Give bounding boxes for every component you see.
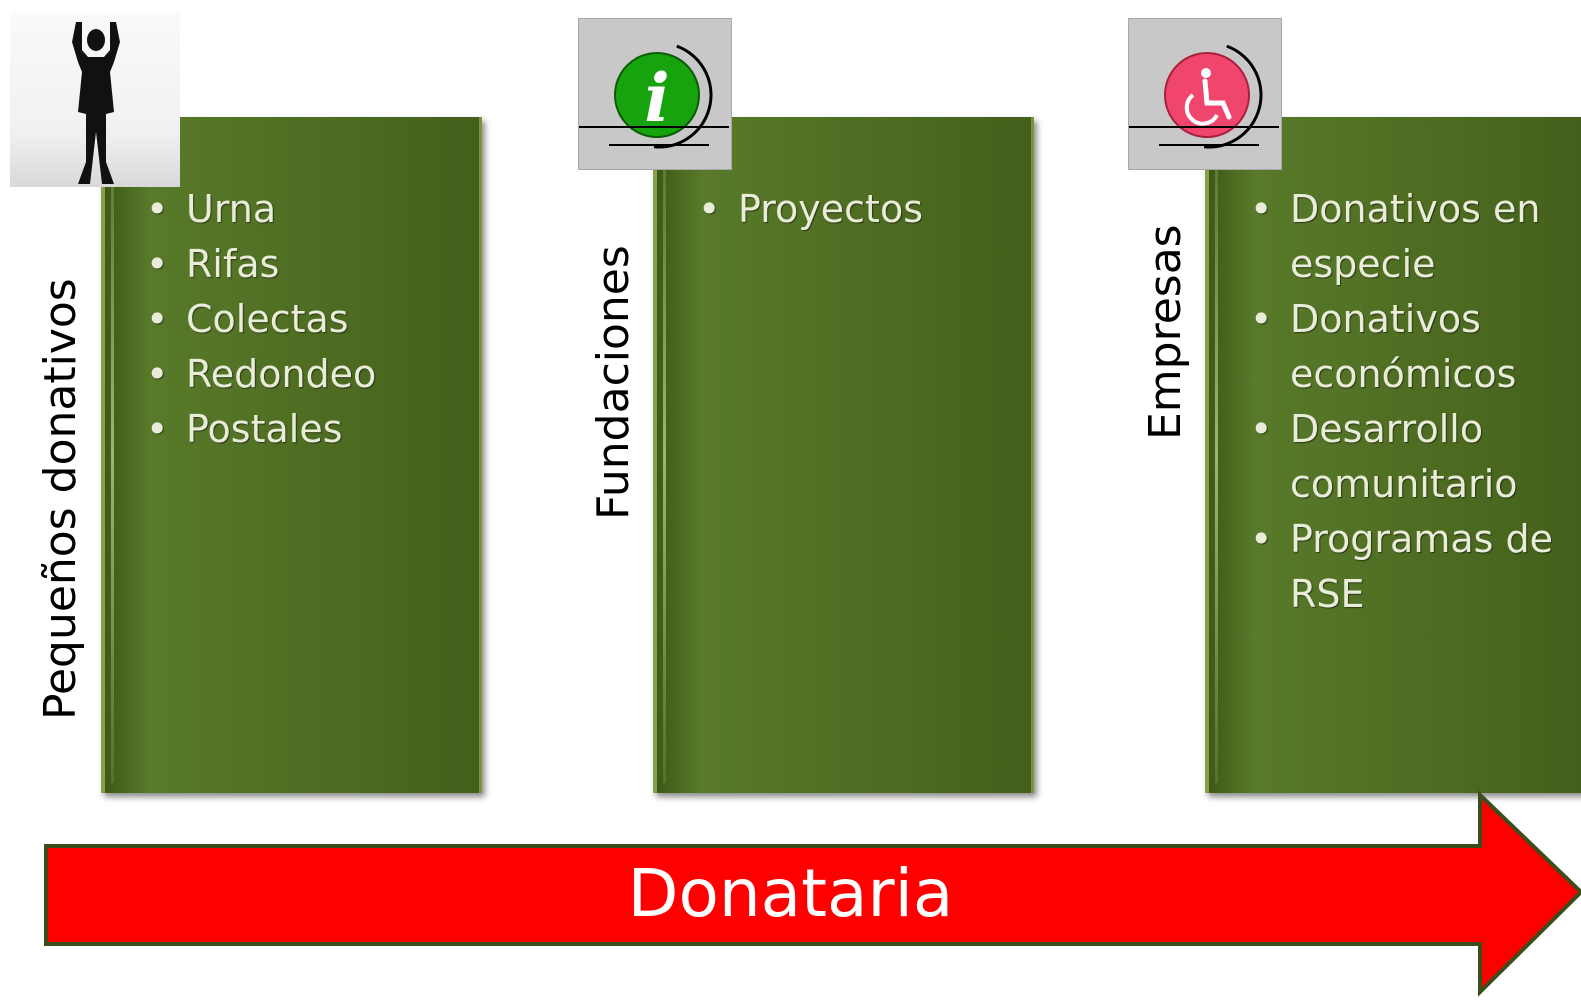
list-item: Colectas	[142, 292, 472, 347]
list-item: Proyectos	[694, 182, 1024, 237]
label-pequenos-donativos: Pequeños donativos	[35, 278, 86, 720]
label-empresas: Empresas	[1140, 224, 1191, 440]
info-icon-tile: i	[559, 18, 732, 170]
list-item: Desarrollo comunitario	[1246, 402, 1576, 512]
list-fundaciones: Proyectos	[694, 182, 1024, 237]
svg-text:i: i	[644, 59, 669, 137]
list-item: Rifas	[142, 237, 472, 292]
wheelchair-icon	[1109, 41, 1279, 149]
person-silhouette-icon	[10, 12, 180, 187]
arrow-label: Donataria	[627, 855, 954, 932]
info-icon: i	[559, 41, 729, 149]
list-item: Redondeo	[142, 347, 472, 402]
list-item: Donativos en especie	[1246, 182, 1576, 292]
list-item: Postales	[142, 402, 472, 457]
label-fundaciones: Fundaciones	[588, 245, 639, 520]
donataria-arrow	[44, 790, 1581, 997]
list-item: Programas de RSE	[1246, 512, 1576, 622]
list-pequenos: Urna Rifas Colectas Redondeo Postales	[142, 182, 472, 457]
list-item: Donativos económicos	[1246, 292, 1576, 402]
list-item: Urna	[142, 182, 472, 237]
list-empresas: Donativos en especie Donativos económico…	[1246, 182, 1576, 622]
wheelchair-icon-tile	[1109, 18, 1282, 170]
